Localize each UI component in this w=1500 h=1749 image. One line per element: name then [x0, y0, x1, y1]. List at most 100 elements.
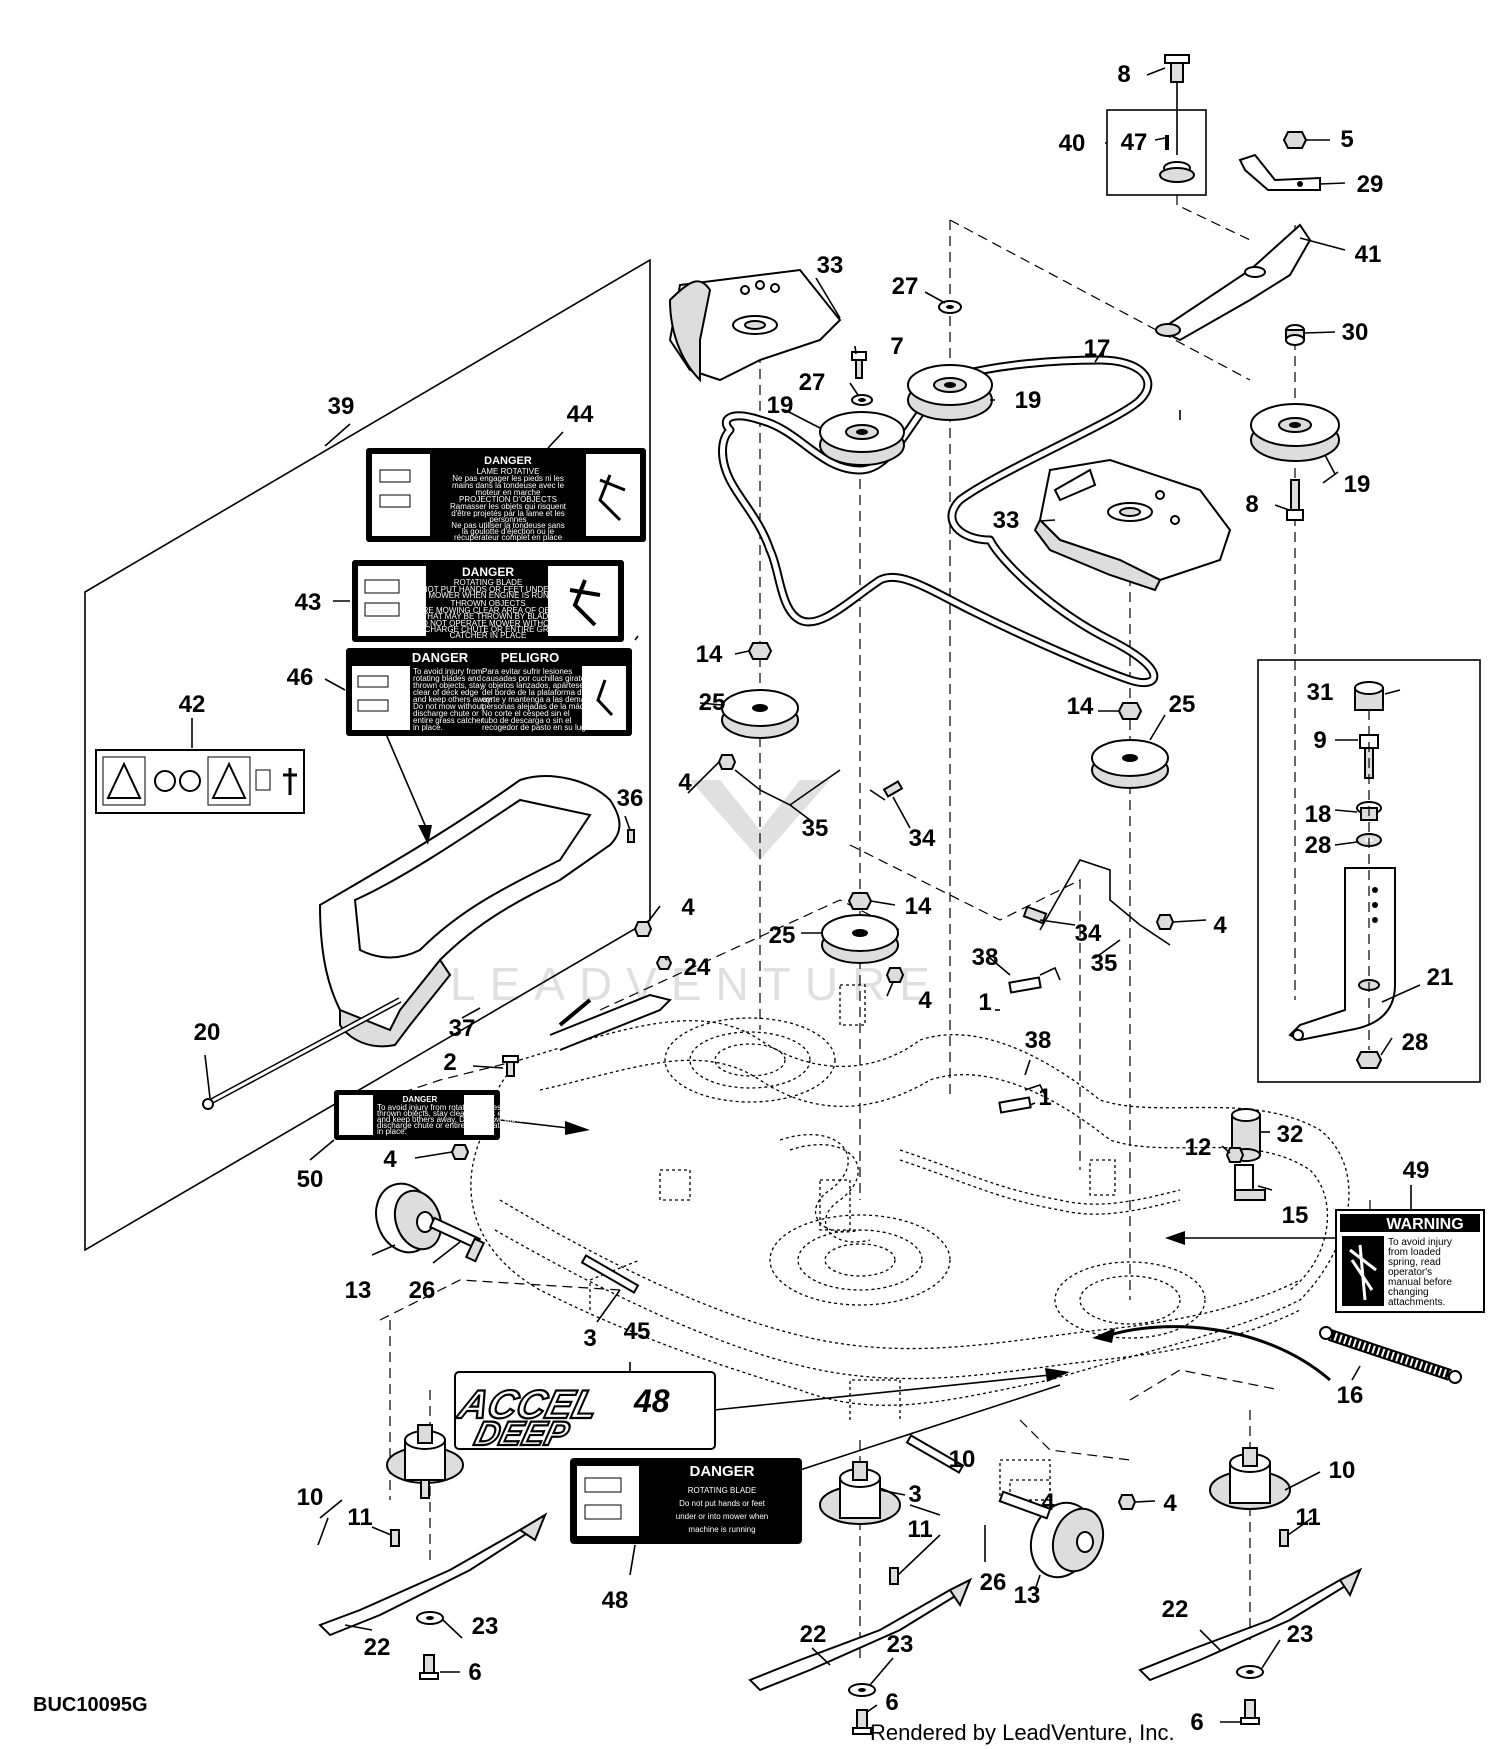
- blade-22-center: [748, 1577, 973, 1692]
- bolt-7: [851, 351, 867, 379]
- bolt-9: [1359, 734, 1379, 779]
- nut-4-right: [1155, 914, 1175, 930]
- callout-number: 4: [1213, 912, 1227, 939]
- callout-number: 8: [1117, 61, 1130, 88]
- decal-50-line: and keep others away. Do not mow without: [377, 1115, 530, 1124]
- idler-bracket-21: [1288, 867, 1396, 1042]
- decal-46-en: in place.: [413, 723, 443, 732]
- callout-number: 25: [699, 689, 726, 716]
- nut-5: [1282, 131, 1308, 149]
- decal-43-line: INTO MOWER WHEN ENGINE IS RUNNING: [407, 591, 569, 600]
- nut-4-left: [450, 1144, 470, 1160]
- discharge-chute: [318, 775, 621, 1048]
- callout-number: 31: [1307, 679, 1334, 706]
- decal-48-line: machine is running: [688, 1525, 755, 1534]
- callout-number: 10: [949, 1446, 976, 1473]
- pulley-19-center: [907, 364, 993, 421]
- callout-number: 28: [1402, 1029, 1429, 1056]
- callout-number: 36: [617, 785, 644, 812]
- decal-48-line: Do not put hands or feet: [679, 1499, 766, 1508]
- pin-38-b: [998, 1084, 1046, 1114]
- callout-number: 6: [885, 1689, 898, 1716]
- belt-guard-right: [1033, 458, 1232, 592]
- callout-number: 38: [972, 944, 999, 971]
- kit-box-40: [1106, 109, 1207, 196]
- callout-number: 11: [347, 1504, 372, 1531]
- bolt-11-center: [889, 1567, 899, 1585]
- callout-number: 43: [295, 589, 322, 616]
- callout-number: 46: [287, 664, 314, 691]
- callout-number: 16: [1337, 1382, 1364, 1409]
- decal-43-line: CATCHER IN PLACE: [450, 631, 527, 640]
- decal-48-line: ROTATING BLADE: [688, 1486, 757, 1495]
- bolt-8-lower: [1286, 479, 1304, 521]
- callout-number: 2: [443, 1049, 456, 1076]
- callout-number: 24: [684, 954, 711, 981]
- decal-46-title-es: PELIGRO: [501, 650, 560, 665]
- callout-number: 6: [1190, 1709, 1203, 1736]
- decal-46-es: personas alejadas de la máquina.: [482, 702, 602, 711]
- callout-number: 15: [1282, 1202, 1309, 1229]
- callout-number: 48: [602, 1587, 629, 1614]
- bolt-11-left: [390, 1529, 400, 1547]
- decal-44-line: Ramasser les objets qui risquent: [450, 502, 567, 511]
- pulley-25-right: [1091, 702, 1169, 789]
- callout-number: 7: [890, 333, 903, 360]
- decal-45: ACCEL DEEP 48: [452, 1371, 716, 1454]
- pulley-25-center: [821, 892, 899, 964]
- decal-46-es: causadas por cuchillas giratorias: [482, 674, 598, 683]
- callout-number: 22: [364, 1634, 391, 1661]
- nut-4-lower-right: [1117, 1494, 1137, 1510]
- decal-43-line: THAT MAY BE THROWN BY BLADE: [422, 612, 553, 621]
- callout-number: 38: [1025, 1027, 1052, 1054]
- callout-number: 22: [1162, 1596, 1189, 1623]
- decal-44-line: PROJECTION D'OBJECTS: [459, 495, 557, 504]
- decal-50-title: DANGER: [403, 1095, 438, 1104]
- belt-guard-left: [668, 268, 842, 383]
- callout-number: 9: [1313, 727, 1326, 754]
- diagram-code: BUC10095G: [33, 1694, 148, 1716]
- callout-number: 8: [1245, 491, 1258, 518]
- bolt-24: [655, 956, 673, 970]
- callout-number: 11: [907, 1516, 932, 1543]
- anti-scalp-link-35-right: [1039, 859, 1171, 946]
- decal-49: WARNING To avoid injury from loaded spri…: [1335, 1209, 1485, 1313]
- callout-number: 34: [1075, 920, 1102, 947]
- callout-number: 6: [468, 1659, 481, 1686]
- kit-box-right: [1257, 659, 1481, 1083]
- render-credit: Rendered by LeadVenture, Inc.: [870, 1720, 1175, 1745]
- bushing-30: [1285, 324, 1305, 346]
- callout-number: 20: [194, 1019, 221, 1046]
- bolt-6-right: [1240, 1699, 1260, 1725]
- callout-number: 42: [179, 691, 206, 718]
- decal-49-line: manual before: [1388, 1277, 1452, 1288]
- watermark-text: LEADVENTURE: [450, 958, 944, 1010]
- spindle-10-left: [386, 1424, 464, 1499]
- bolt-11-right: [1279, 1529, 1289, 1547]
- decal-48-title: DANGER: [689, 1463, 754, 1480]
- callout-number: 22: [800, 1621, 827, 1648]
- callout-number: 5: [1340, 126, 1353, 153]
- decal-43-line: ROTATING BLADE: [454, 578, 523, 587]
- callout-number: 47: [1121, 129, 1148, 156]
- callout-number: 4: [383, 1146, 397, 1173]
- wheel-bolt-26-right: [998, 1490, 1052, 1520]
- decal-44: DANGER LAME ROTATIVE Ne pas engager les …: [366, 448, 646, 542]
- spindle-10-center: [819, 1461, 901, 1525]
- decal-49-line: operator's: [1388, 1267, 1432, 1278]
- callout-number: 1: [978, 989, 991, 1016]
- decal-44-line: moteur en marche: [476, 488, 541, 497]
- decal-46-es: recogedor de pasto en su lugar.: [482, 723, 595, 732]
- decal-46-en: entire grass catcher: [413, 716, 484, 725]
- extension-spring-16: [1319, 1326, 1462, 1384]
- decal-50-line: discharge chute or entire grass catcher: [377, 1121, 516, 1130]
- callout-number: 26: [980, 1569, 1007, 1596]
- callout-number: 27: [799, 369, 826, 396]
- bolt-3-left: [580, 1254, 640, 1294]
- decal-46-es: del borde de la plataforma de: [482, 688, 587, 697]
- nut-4-center: [885, 967, 905, 983]
- decal-46-es: y objetos lanzados, apártese: [482, 681, 584, 690]
- decal-46-en: discharge chute or: [413, 709, 479, 718]
- decal-46-en: To avoid injury from: [413, 667, 483, 676]
